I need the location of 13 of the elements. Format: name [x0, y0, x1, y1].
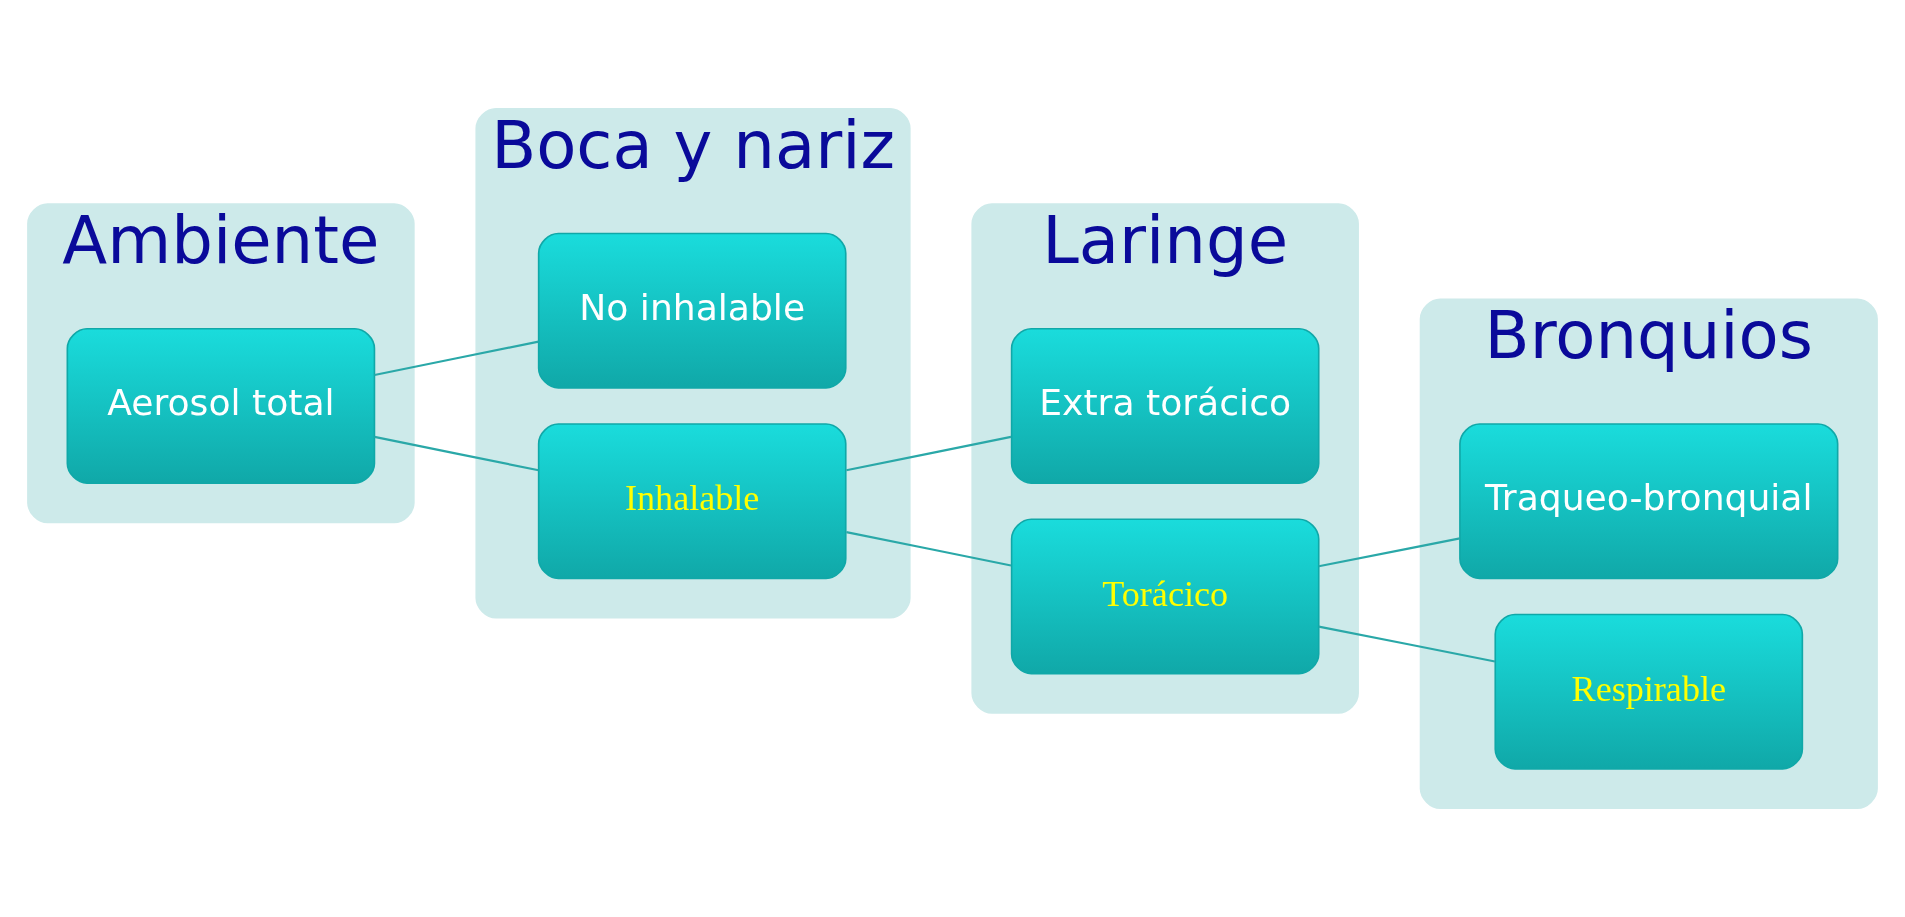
- connector: [374, 340, 539, 377]
- connector: [846, 435, 1012, 472]
- node-box: Torácico: [1010, 518, 1320, 675]
- node-box: Respirable: [1494, 613, 1804, 770]
- connector: [374, 435, 539, 472]
- node-box: Aerosol total: [66, 327, 376, 484]
- node-box: Inhalable: [537, 423, 847, 580]
- node-box: Traqueo-bronquial: [1459, 423, 1839, 580]
- connector: [1318, 537, 1461, 568]
- connector: [846, 531, 1012, 567]
- node-box: No inhalable: [537, 232, 847, 389]
- node-box: Extra torácico: [1010, 327, 1320, 484]
- connector: [1318, 625, 1496, 663]
